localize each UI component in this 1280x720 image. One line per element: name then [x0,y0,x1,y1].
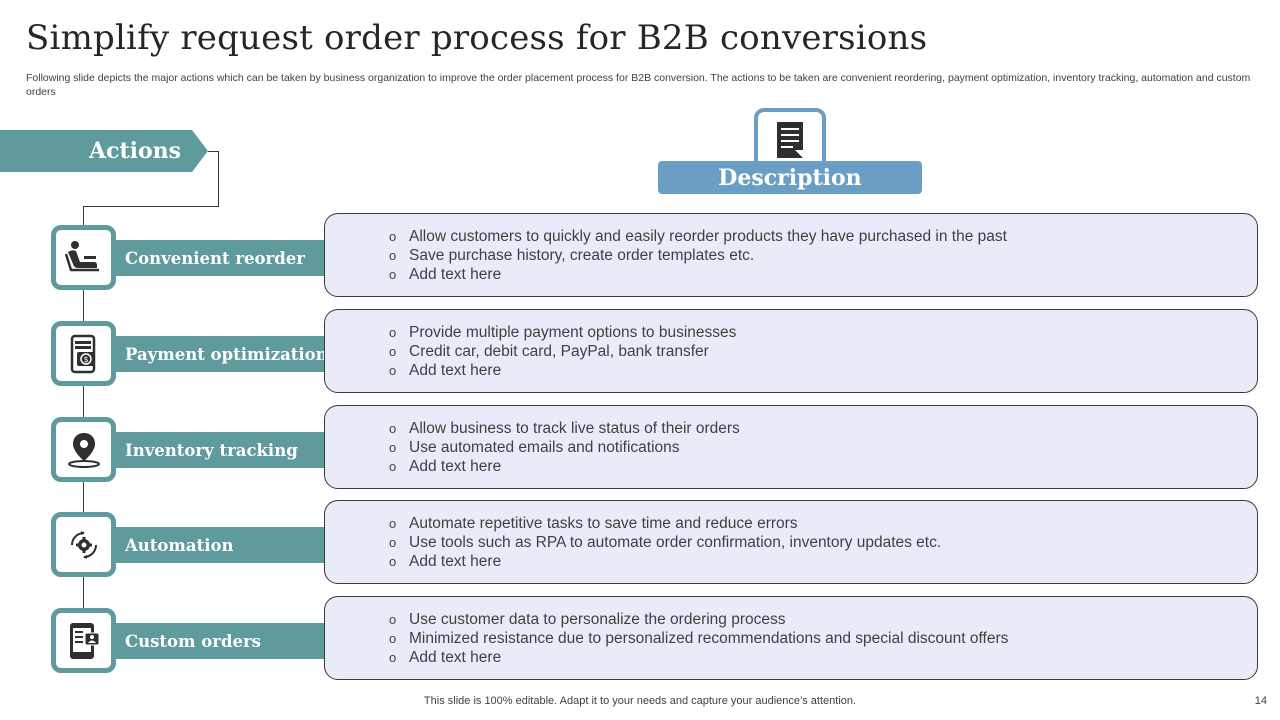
connector-line [83,206,84,611]
connector-line [83,206,219,207]
bullet-mark: o [389,325,397,340]
bullet-item: o Add text here [389,265,1257,284]
bullet-text: Allow business to track live status of t… [409,420,740,437]
action-row: $ Payment optimization o Provide multiple… [0,309,1280,393]
action-row: Automation o Automate repetitive tasks to… [0,500,1280,584]
description-box: o Allow customers to quickly and easily r… [324,213,1258,297]
bullet-mark: o [389,267,397,282]
actions-label: Actions [89,138,182,164]
bullet-mark: o [389,631,397,646]
bullet-item: o Use automated emails and notifications [389,438,1257,457]
bullet-item: o Add text here [389,361,1257,380]
bullet-text: Use tools such as RPA to automate order … [409,534,942,551]
svg-text:$: $ [83,355,88,364]
bullet-mark: o [389,535,397,550]
description-label: Description [718,164,862,191]
action-row: Convenient reorder o Allow customers to q… [0,213,1280,297]
bullet-mark: o [389,363,397,378]
bullet-item: o Automate repetitive tasks to save time … [389,514,1257,533]
bullet-item: o Minimized resistance due to personalize… [389,629,1257,648]
bullet-mark: o [389,440,397,455]
description-box: o Automate repetitive tasks to save time … [324,500,1258,584]
bullet-mark: o [389,554,397,569]
bullet-item: o Save purchase history, create order tem… [389,246,1257,265]
bullet-mark: o [389,421,397,436]
bullet-mark: o [389,344,397,359]
bullet-item: o Add text here [389,648,1257,667]
row-label-bar: Custom orders [116,623,324,659]
bullet-mark: o [389,248,397,263]
bullet-text: Add text here [409,362,502,379]
bullet-item: o Credit car, debit card, PayPal, bank tr… [389,342,1257,361]
actions-banner [0,130,208,172]
bullet-text: Credit car, debit card, PayPal, bank tra… [409,343,709,360]
bullet-text: Automate repetitive tasks to save time a… [409,515,798,532]
reorder-icon [64,240,99,271]
slide-subtitle: Following slide depicts the major action… [26,72,1251,98]
bullet-text: Provide multiple payment options to busi… [409,324,737,341]
connector-line [208,151,219,152]
bullet-text: Allow customers to quickly and easily re… [409,228,1007,245]
document-icon [777,122,803,158]
bullet-text: Save purchase history, create order temp… [409,247,755,264]
description-box: o Provide multiple payment options to bus… [324,309,1258,393]
row-label: Automation [125,535,234,555]
bullet-mark: o [389,516,397,531]
row-icon-frame [51,608,116,673]
bullet-item: o Allow business to track live status of … [389,419,1257,438]
description-box: o Use customer data to personalize the or… [324,596,1258,680]
bullet-item: o Use tools such as RPA to automate order… [389,533,1257,552]
row-label-bar: Automation [116,527,324,563]
action-row: Custom orders o Use customer data to pers… [0,596,1280,680]
row-icon-frame: $ [51,321,116,386]
automation-gear-icon [70,530,97,559]
row-label: Payment optimization [125,344,328,364]
page-number: 14 [1254,695,1267,707]
bullet-mark: o [389,459,397,474]
bullet-mark: o [389,229,397,244]
bullet-item: o Provide multiple payment options to bus… [389,323,1257,342]
row-icon-frame [51,225,116,290]
bullet-item: o Use customer data to personalize the or… [389,610,1257,629]
custom-order-icon [69,622,99,659]
row-label: Custom orders [125,631,261,651]
row-icon-frame [51,512,116,577]
payment-icon: $ [70,334,95,373]
bullet-text: Add text here [409,553,502,570]
bullet-text: Minimized resistance due to personalized… [409,630,1009,647]
row-label-bar: Inventory tracking [116,432,324,468]
bullet-text: Use customer data to personalize the ord… [409,611,786,628]
action-row: Inventory tracking o Allow business to tr… [0,405,1280,489]
bullet-mark: o [389,650,397,665]
description-banner: Description [658,161,922,194]
bullet-text: Add text here [409,266,502,283]
row-icon-frame [51,417,116,482]
bullet-item: o Add text here [389,457,1257,476]
slide-footer: This slide is 100% editable. Adapt it to… [0,695,1280,707]
bullet-item: o Add text here [389,552,1257,571]
bullet-mark: o [389,612,397,627]
bullet-item: o Allow customers to quickly and easily r… [389,227,1257,246]
footer-text: This slide is 100% editable. Adapt it to… [423,695,857,707]
row-label: Convenient reorder [125,248,305,268]
bullet-text: Add text here [409,458,502,475]
bullet-text: Add text here [409,649,502,666]
description-box: o Allow business to track live status of … [324,405,1258,489]
row-label-bar: Payment optimization [116,336,328,372]
connector-line [218,151,219,207]
bullet-text: Use automated emails and notifications [409,439,680,456]
row-label: Inventory tracking [125,440,298,460]
row-label-bar: Convenient reorder [116,240,324,276]
slide-title: Simplify request order process for B2B c… [26,18,928,58]
location-pin-icon [67,432,100,468]
